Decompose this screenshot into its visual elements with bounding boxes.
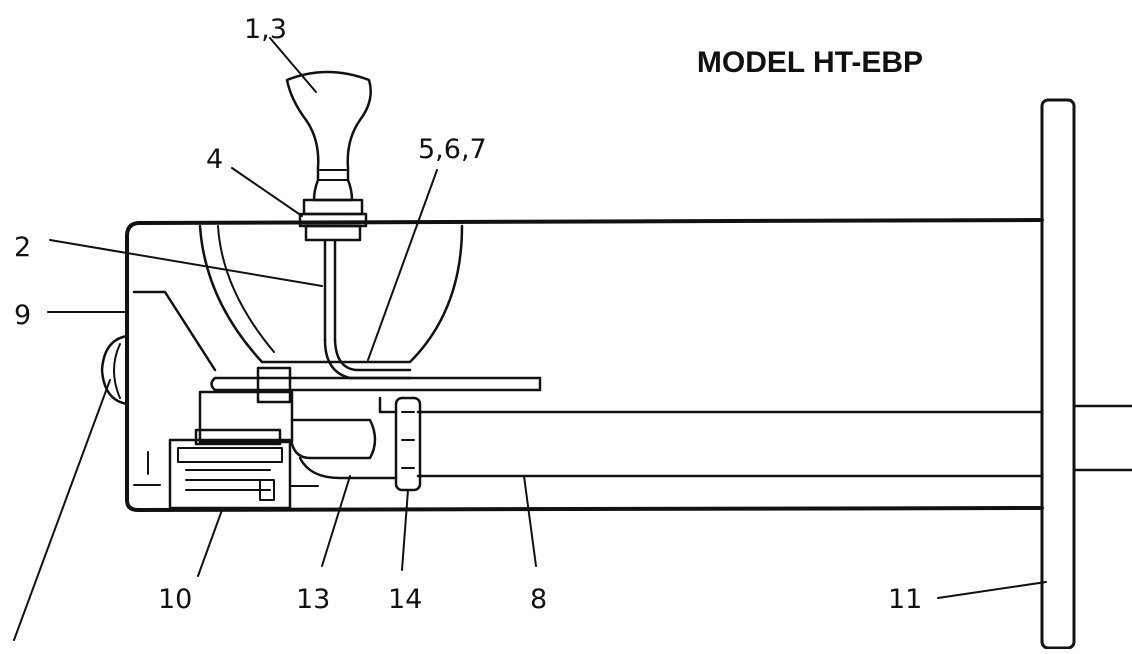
callout-2: 2 <box>14 232 31 263</box>
stem-rod <box>323 238 412 380</box>
base-unit <box>133 438 319 510</box>
callout-4: 4 <box>206 144 223 175</box>
knob <box>285 70 372 202</box>
callout-8: 8 <box>530 584 547 615</box>
side-button <box>100 334 129 406</box>
callout-13: 13 <box>296 584 330 615</box>
horizontal-tube <box>416 410 1044 478</box>
callout-14: 14 <box>388 584 422 615</box>
callout-1-3: 1,3 <box>244 14 287 45</box>
callout-labels: 1,3 4 5,6,7 2 9 10 13 14 8 11 <box>14 14 922 615</box>
lever-arm <box>210 366 542 404</box>
cap <box>378 396 422 492</box>
bowl <box>198 224 464 364</box>
left-bracket <box>132 290 217 372</box>
leader-lines <box>13 37 1047 641</box>
model-title: MODEL HT-EBP <box>697 46 923 79</box>
support-post <box>1040 98 1076 650</box>
callout-9: 9 <box>14 300 31 331</box>
right-tube <box>1072 404 1132 472</box>
nut <box>298 198 368 242</box>
elbow <box>298 456 398 480</box>
housing <box>125 218 1044 512</box>
valve-body <box>194 390 377 460</box>
callout-5-6-7: 5,6,7 <box>418 134 487 165</box>
callout-10: 10 <box>158 584 192 615</box>
callout-11: 11 <box>888 584 922 615</box>
